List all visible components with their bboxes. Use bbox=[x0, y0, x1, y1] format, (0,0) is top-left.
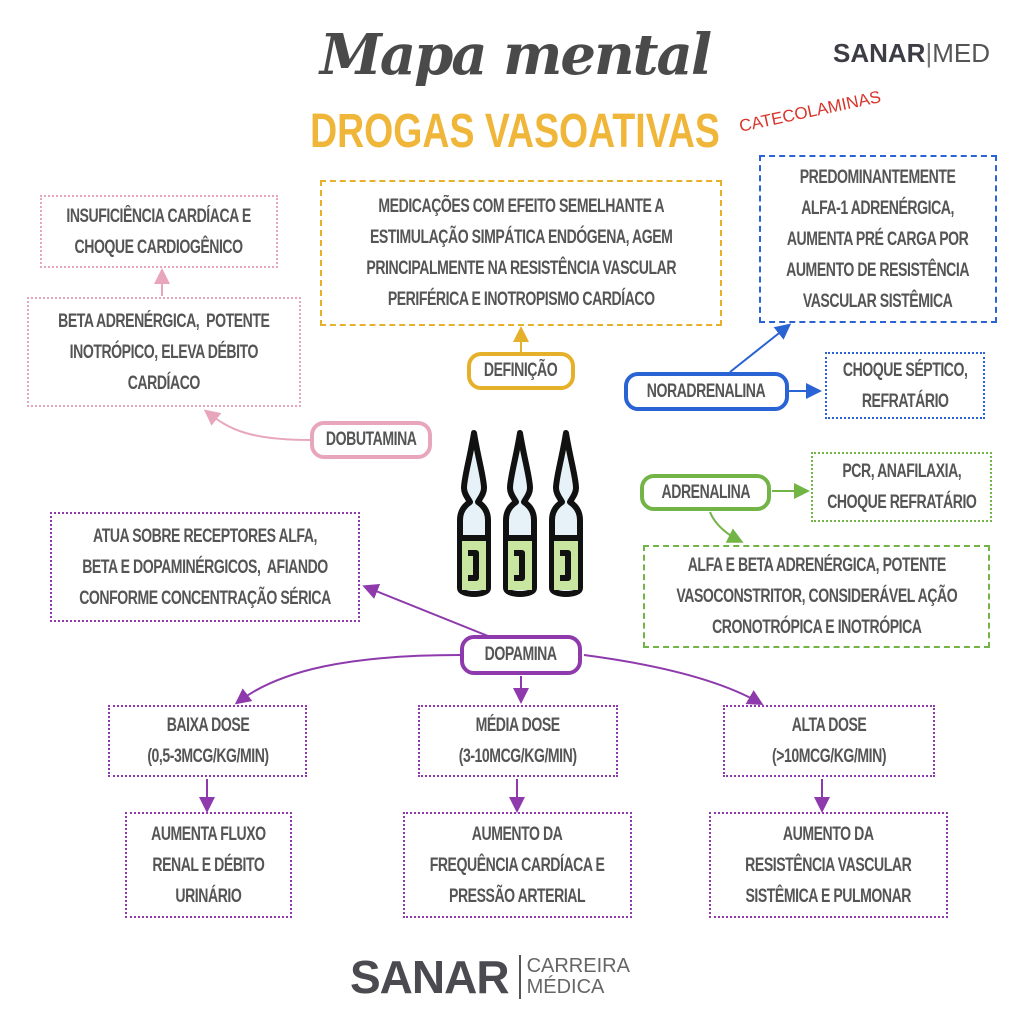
effect-alta: AUMENTO DA RESISTÊNCIA VASCULAR SISTÊMIC… bbox=[709, 812, 948, 918]
logo-light: MED bbox=[932, 38, 990, 68]
dobutamina-node: DOBUTAMINA bbox=[310, 421, 432, 459]
dose-alta: ALTA DOSE (>10MCG/KG/MIN) bbox=[723, 705, 935, 777]
dose-baixa: BAIXA DOSE (0,5-3MCG/KG/MIN) bbox=[108, 705, 307, 777]
box-text: ATUA SOBRE RECEPTORES ALFA, BETA E DOPAM… bbox=[79, 525, 331, 609]
noradrenalina-mechanism: PREDOMINANTEMENTE ALFA-1 ADRENÉRGICA, AU… bbox=[759, 155, 997, 323]
node-label: NORADRENALINA bbox=[647, 380, 766, 402]
box-text: MÉDIA DOSE (3-10MCG/KG/MIN) bbox=[459, 715, 577, 767]
box-text: INSUFICIÊNCIA CARDÍACA E CHOQUE CARDIOGÊ… bbox=[66, 205, 252, 258]
node-label: DOBUTAMINA bbox=[325, 429, 417, 450]
node-label: DOPAMINA bbox=[485, 644, 557, 665]
box-text: AUMENTO DA FREQUÊNCIA CARDÍACA E PRESSÃO… bbox=[430, 823, 605, 907]
box-text: BETA ADRENÉRGICA, POTENTE INOTRÓPICO, EL… bbox=[58, 310, 270, 394]
box-text: CHOQUE SÉPTICO, REFRATÁRIO bbox=[842, 359, 968, 412]
definition-node: DEFINIÇÃO bbox=[467, 352, 575, 390]
box-text: AUMENTA FLUXO RENAL E DÉBITO URINÁRIO bbox=[151, 823, 266, 907]
dopamina-mechanism: ATUA SOBRE RECEPTORES ALFA, BETA E DOPAM… bbox=[50, 512, 360, 622]
dobutamina-indication: INSUFICIÊNCIA CARDÍACA E CHOQUE CARDIOGÊ… bbox=[40, 195, 278, 268]
definition-box: MEDICAÇÕES COM EFEITO SEMELHANTE A ESTIM… bbox=[320, 180, 722, 326]
page-subtitle: DROGAS VASOATIVAS bbox=[310, 105, 720, 158]
noradrenalina-node: NORADRENALINA bbox=[624, 372, 789, 411]
dose-media: MÉDIA DOSE (3-10MCG/KG/MIN) bbox=[418, 705, 618, 777]
box-text: BAIXA DOSE (0,5-3MCG/KG/MIN) bbox=[146, 715, 269, 767]
definition-text: MEDICAÇÕES COM EFEITO SEMELHANTE A ESTIM… bbox=[366, 196, 676, 310]
adrenalina-node: ADRENALINA bbox=[640, 474, 771, 511]
footer-logo-bold: SANAR bbox=[350, 951, 510, 1003]
node-label: ADRENALINA bbox=[661, 481, 750, 503]
dobutamina-mechanism: BETA ADRENÉRGICA, POTENTE INOTRÓPICO, EL… bbox=[27, 297, 301, 407]
node-label: DEFINIÇÃO bbox=[484, 360, 558, 381]
box-text: AUMENTO DA RESISTÊNCIA VASCULAR SISTÊMIC… bbox=[745, 823, 912, 907]
dopamina-node: DOPAMINA bbox=[460, 635, 582, 675]
adrenalina-mechanism: ALFA E BETA ADRENÉRGICA, POTENTE VASOCON… bbox=[643, 545, 990, 648]
box-text: PCR, ANAFILAXIA, CHOQUE REFRATÁRIO bbox=[826, 461, 977, 513]
logo-bold: SANAR bbox=[833, 38, 926, 68]
effect-baixa: AUMENTA FLUXO RENAL E DÉBITO URINÁRIO bbox=[125, 812, 292, 918]
noradrenalina-indication: CHOQUE SÉPTICO, REFRATÁRIO bbox=[825, 352, 985, 419]
footer-logo-line2: MÉDICA bbox=[526, 976, 605, 998]
effect-media: AUMENTO DA FREQUÊNCIA CARDÍACA E PRESSÃO… bbox=[403, 812, 632, 918]
footer-logo-line1: CARREIRA bbox=[526, 955, 630, 977]
sanar-med-logo: SANAR|MED bbox=[833, 38, 990, 68]
box-text: PREDOMINANTEMENTE ALFA-1 ADRENÉRGICA, AU… bbox=[786, 166, 970, 312]
ampoules-icon bbox=[457, 430, 592, 603]
page-title: Mapa mental bbox=[319, 22, 712, 88]
adrenalina-indication: PCR, ANAFILAXIA, CHOQUE REFRATÁRIO bbox=[811, 452, 992, 522]
box-text: ALFA E BETA ADRENÉRGICA, POTENTE VASOCON… bbox=[676, 555, 957, 638]
box-text: ALTA DOSE (>10MCG/KG/MIN) bbox=[771, 715, 887, 767]
